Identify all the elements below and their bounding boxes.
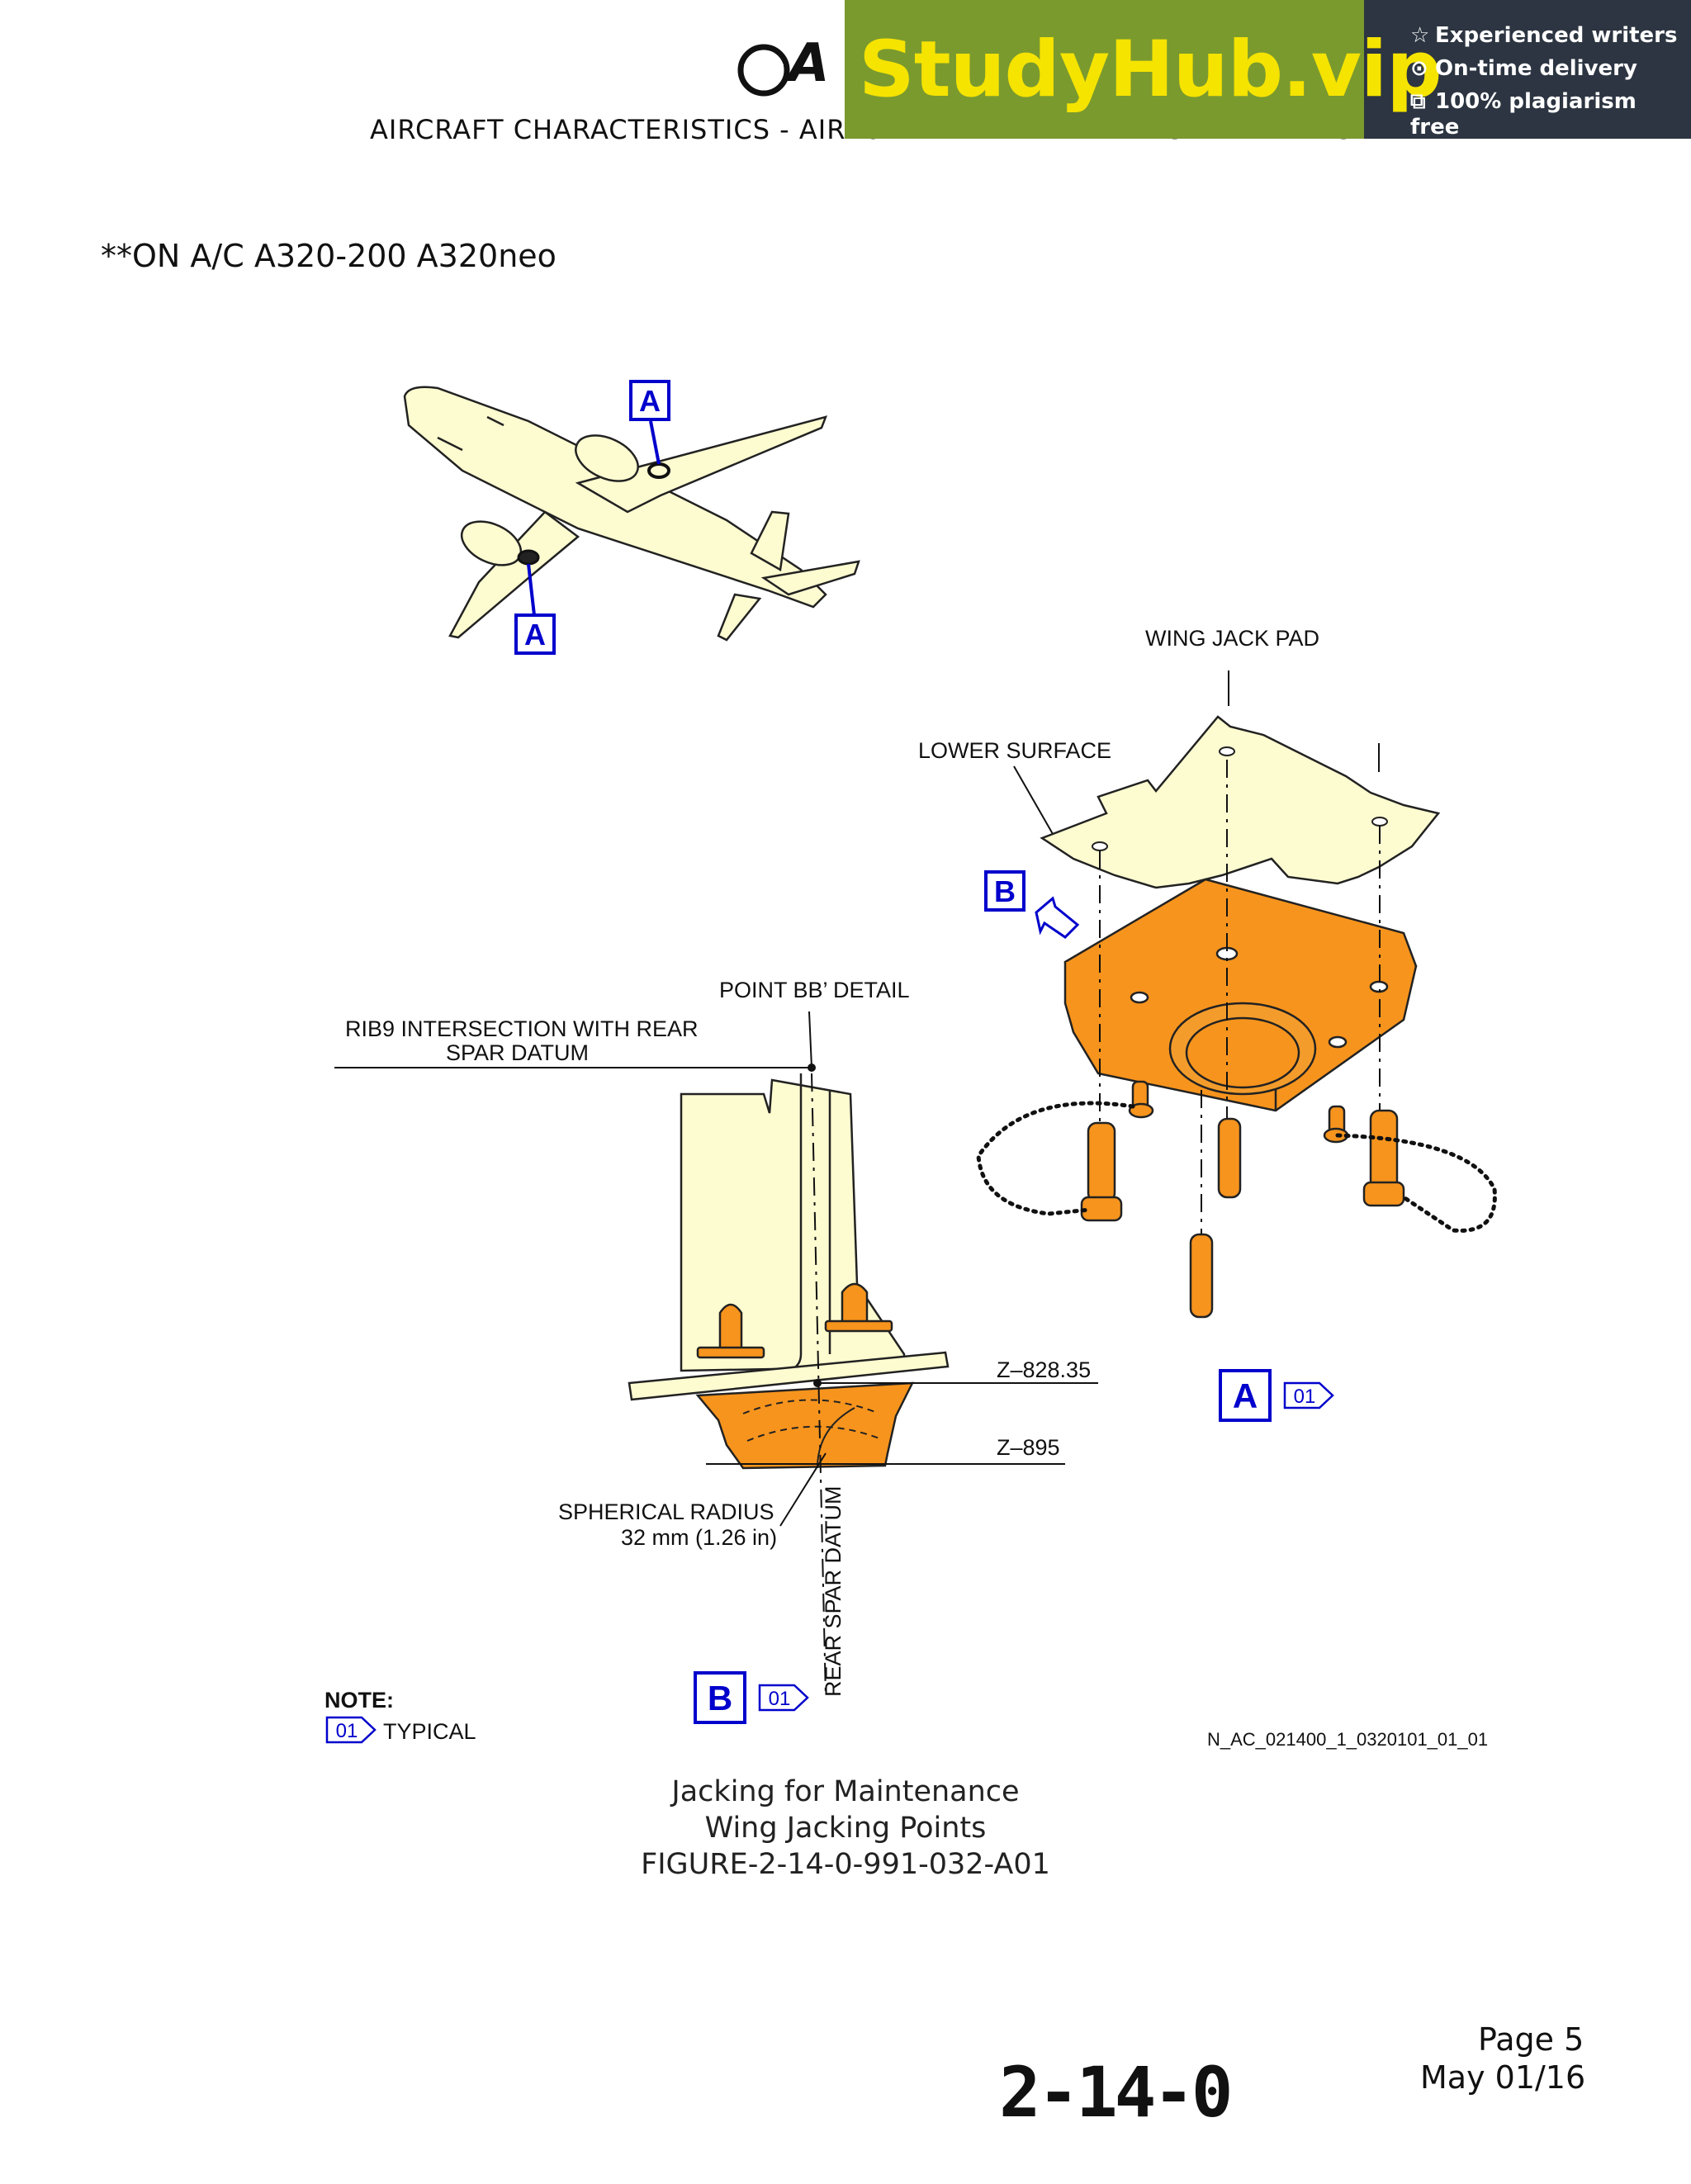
lower-skin-plank: [628, 1351, 950, 1401]
view-direction-arrow-icon: [1035, 896, 1080, 939]
clock-icon: ⊙: [1410, 56, 1428, 81]
lower-surface-plate: [1040, 715, 1441, 889]
promo-banner[interactable]: [845, 0, 1390, 139]
rear-spar-jack-pad: [695, 1381, 915, 1470]
label-spherical-radius-value: 32 mm (1.26 in): [621, 1525, 777, 1550]
callout-a-top-box: [629, 380, 670, 421]
ref-tag-01-a-text: 01: [1294, 1386, 1316, 1408]
callout-a-detail-box: [1219, 1369, 1272, 1422]
jack-point-left-marker: [517, 549, 540, 566]
callout-a-bottom-box: [514, 614, 556, 655]
label-point-bb: POINT BB’ DETAIL: [719, 978, 910, 1002]
star-icon: ☆: [1410, 23, 1430, 48]
banner-feature-delivery: ⊙ On-time delivery: [1410, 56, 1637, 81]
callout-b-detail-box: [694, 1671, 746, 1724]
caption-line2: Wing Jacking Points: [704, 1812, 987, 1845]
airbus-logo-icon: [737, 44, 790, 97]
label-rear-spar-datum: REAR SPAR DATUM: [821, 1485, 846, 1697]
callout-a-bottom: A: [524, 618, 546, 651]
label-rib9-line1: RIB9 INTERSECTION WITH REAR: [345, 1016, 699, 1041]
banner-feature-panel: [1364, 0, 1691, 139]
jack-pad-body: [1063, 878, 1418, 1112]
ref-tag-01-note-text: 01: [336, 1720, 358, 1742]
section-number: 2-14-0: [999, 2052, 1233, 2133]
label-z-828: Z–828.35: [997, 1357, 1091, 1382]
label-lower-surface: LOWER SURFACE: [918, 738, 1111, 763]
note-title: NOTE:: [324, 1688, 394, 1713]
callout-a-top: A: [639, 384, 661, 418]
banner-feature-label: 100% plagiarism free: [1410, 89, 1637, 140]
banner-brand-link[interactable]: StudyHub.vip: [859, 25, 1442, 115]
aircraft-overview: [403, 386, 860, 642]
banner-feature-label: On-time delivery: [1435, 56, 1637, 81]
caption-figure-id: FIGURE-2-14-0-991-032-A01: [641, 1848, 1050, 1881]
callout-b-arrow-box: [984, 870, 1025, 912]
label-rib9-line2: SPAR DATUM: [446, 1040, 589, 1065]
ref-tag-01-b: [758, 1684, 809, 1712]
callout-b-arrow: B: [994, 874, 1016, 908]
label-spherical-radius: SPHERICAL RADIUS: [558, 1499, 774, 1524]
page-number: Page 5: [1478, 2021, 1584, 2058]
banner-feature-label: Experienced writers: [1435, 23, 1678, 48]
copy-icon: ⧉: [1410, 89, 1426, 114]
drawing-id: N_AC_021400_1_0320101_01_01: [1207, 1729, 1488, 1750]
applicability-line: **ON A/C A320-200 A320neo: [101, 238, 557, 274]
label-z-895: Z–895: [997, 1435, 1060, 1460]
callout-a-detail: A: [1233, 1376, 1258, 1415]
banner-feature-writers: ☆Experienced writers: [1410, 23, 1677, 48]
callout-b-detail: B: [708, 1679, 732, 1717]
revision-date: May 01/16: [1420, 2059, 1586, 2096]
caption-line1: Jacking for Maintenance: [671, 1775, 1020, 1808]
ref-tag-01-note: [325, 1716, 377, 1744]
logo-text: A: [789, 33, 830, 94]
banner-feature-plagiarism: ⧉100% plagiarism free: [1410, 89, 1691, 140]
ref-tag-01-a: [1283, 1381, 1334, 1409]
spar-bolts: [696, 1282, 893, 1359]
lanyard-chain-left: [976, 1101, 1135, 1216]
lanyard-chain-right: [1335, 1133, 1497, 1233]
ref-tag-01-b-text: 01: [769, 1688, 791, 1710]
label-wing-jack-pad: WING JACK PAD: [1145, 626, 1319, 651]
note-text: TYPICAL: [383, 1719, 476, 1744]
jack-pad-pins: [1080, 1080, 1405, 1319]
